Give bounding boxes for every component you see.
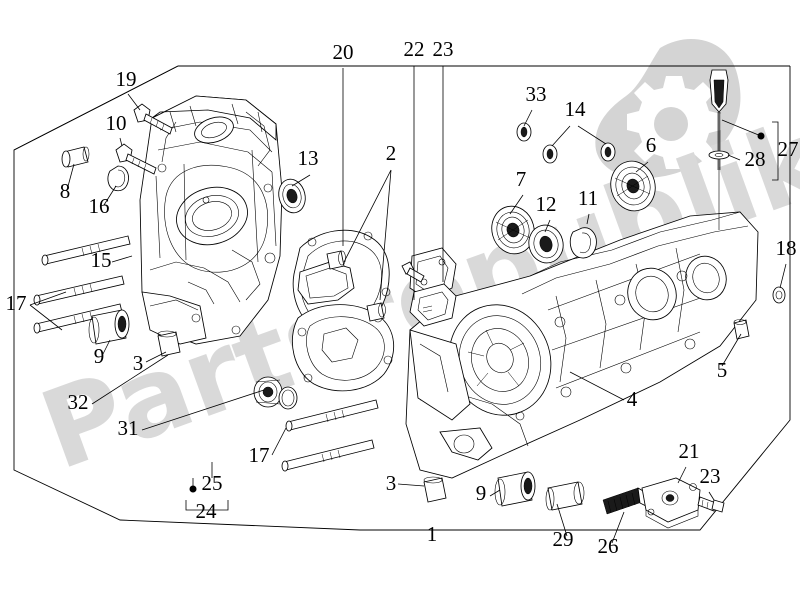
part-9-bushing-bottom (494, 471, 536, 507)
part-17-stud-c (285, 399, 379, 432)
callout-20: 20 (333, 40, 354, 64)
part-3-plug-bottom (423, 476, 447, 503)
part-17-stud-b (33, 303, 123, 334)
callout-5: 5 (717, 358, 728, 382)
part-6-bearing (610, 160, 656, 212)
callout-33: 33 (526, 82, 547, 106)
callout-32: 32 (68, 390, 89, 414)
part-29-spacer (545, 481, 585, 511)
callout-21: 21 (679, 439, 700, 463)
part-11-circlip (569, 227, 597, 259)
part-33-bushing (516, 122, 532, 142)
callout-27: 27 (778, 137, 799, 161)
part-14-bushing-b (600, 142, 616, 162)
callout-4: 4 (627, 387, 638, 411)
part-2-dowel (366, 302, 386, 322)
part-10-bolt (115, 143, 157, 175)
part-22-plate (409, 283, 457, 327)
part-8-bushing (61, 146, 90, 168)
group-boundary-frame (13, 65, 791, 531)
part-16-circlip (107, 165, 129, 192)
callout-2: 2 (386, 141, 397, 165)
callout-23-bottom: 23 (700, 464, 721, 488)
callout-24: 24 (196, 499, 218, 523)
callout-3-bottom: 3 (386, 471, 397, 495)
part-15-stud (41, 235, 131, 266)
callout-8: 8 (60, 179, 71, 203)
part-12-bearing (528, 224, 564, 264)
callout-18: 18 (776, 236, 797, 260)
callout-7: 7 (516, 167, 527, 191)
left-crankcase-half (139, 95, 283, 345)
callout-26: 26 (598, 534, 619, 558)
callout-13: 13 (298, 146, 319, 170)
callout-15: 15 (91, 248, 112, 272)
part-9-bushing-left (88, 309, 130, 345)
callout-14: 14 (565, 97, 587, 121)
callout-31: 31 (118, 416, 139, 440)
callout-22: 22 (404, 37, 425, 61)
callout-11: 11 (578, 186, 598, 210)
callout-29: 29 (553, 527, 574, 551)
callout-25: 25 (202, 471, 223, 495)
callout-9-bottom: 9 (476, 481, 487, 505)
bracket-27 (772, 121, 779, 181)
part-18-plug (772, 286, 786, 304)
callout-17-left: 17 (6, 291, 27, 315)
part-19-bolt (133, 103, 173, 135)
part-14-bushing-a (542, 144, 558, 164)
crankcase-gasket-set (291, 229, 457, 392)
part-3-plug-left (157, 330, 181, 357)
callout-6: 6 (646, 133, 657, 157)
callout-23-top: 23 (433, 37, 454, 61)
callout-1: 1 (427, 522, 438, 546)
leader-lines (29, 66, 787, 544)
part-17-stud-d (281, 439, 375, 472)
part-32-oil-cap (253, 376, 283, 408)
part-5-plug (733, 319, 750, 340)
callout-19: 19 (116, 67, 137, 91)
part-23-bolt-bottom (697, 496, 725, 513)
callout-10: 10 (106, 111, 127, 135)
part-13-bearing (278, 178, 306, 214)
callout-9-left: 9 (94, 344, 105, 368)
callout-12: 12 (536, 192, 557, 216)
callout-16: 16 (89, 194, 110, 218)
right-crankcase-half (405, 211, 759, 479)
watermark-gear-logo (595, 39, 741, 179)
part-31-oring (278, 386, 298, 410)
part-23-bolt-top (401, 261, 425, 283)
part-7-bearing (491, 205, 535, 255)
callout-28: 28 (745, 147, 766, 171)
part-21-bracket (641, 477, 701, 529)
callout-3-left: 3 (133, 351, 144, 375)
part-25-marker (189, 485, 197, 493)
part-27-dipstick (709, 69, 729, 230)
part-2-dowel-b (326, 250, 346, 270)
part-17-stud-a (33, 275, 125, 306)
callout-17-bottom: 17 (249, 443, 270, 467)
